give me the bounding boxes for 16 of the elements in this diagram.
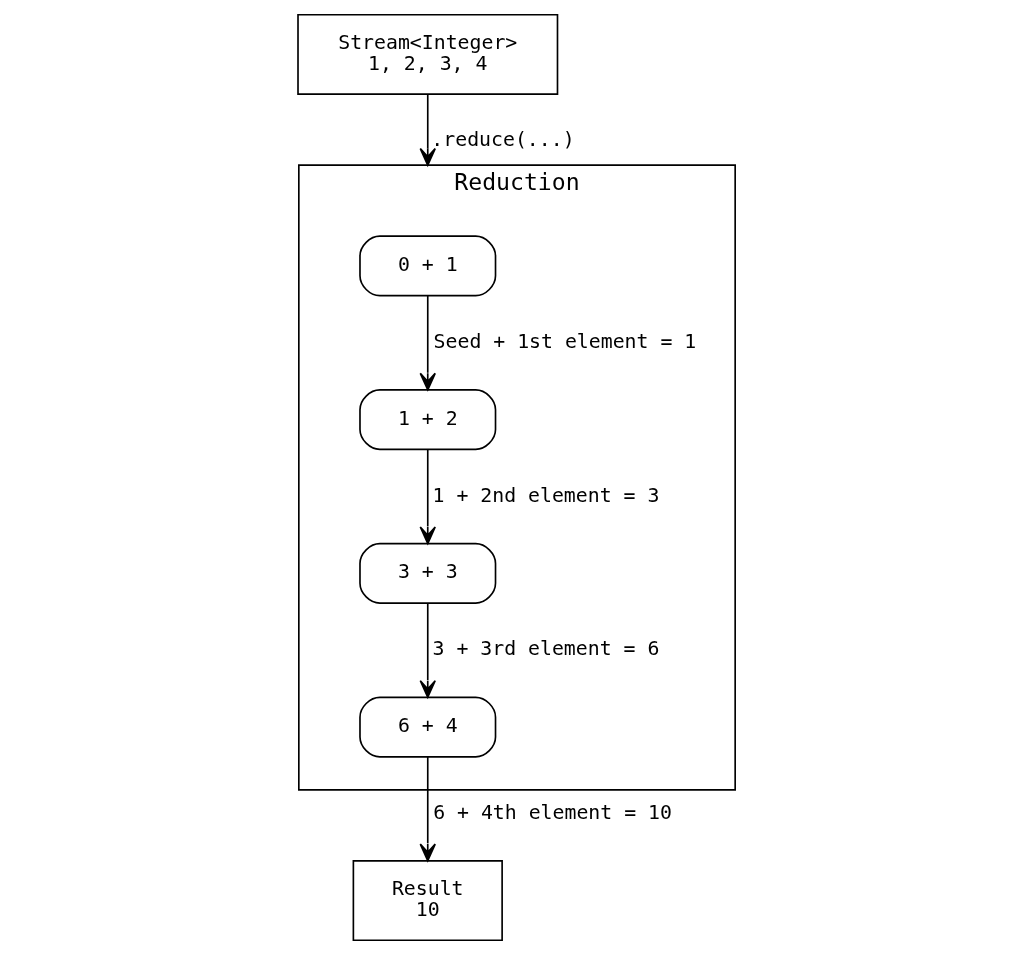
node-box: 1 + 2 — [359, 389, 497, 451]
node-box: 6 + 4 — [359, 696, 497, 758]
node-box: Stream<Integer> 1, 2, 3, 4 — [297, 13, 559, 95]
edge-label: 1 + 2nd element = 3 — [432, 483, 660, 507]
arrow — [419, 295, 436, 391]
edge-label: 3 + 3rd element = 6 — [432, 637, 660, 661]
arrow — [419, 756, 436, 862]
node-box: Result 10 — [352, 860, 503, 942]
arrow — [419, 602, 436, 699]
node-box: 3 + 3 — [359, 542, 497, 604]
edge-label: .reduce(...) — [431, 128, 575, 152]
node-box: 0 + 1 — [359, 235, 497, 297]
arrow — [419, 448, 436, 545]
edge-label: 6 + 4th element = 10 — [433, 800, 672, 824]
edge-label: Seed + 1st element = 1 — [433, 329, 697, 353]
arrow — [419, 93, 436, 166]
